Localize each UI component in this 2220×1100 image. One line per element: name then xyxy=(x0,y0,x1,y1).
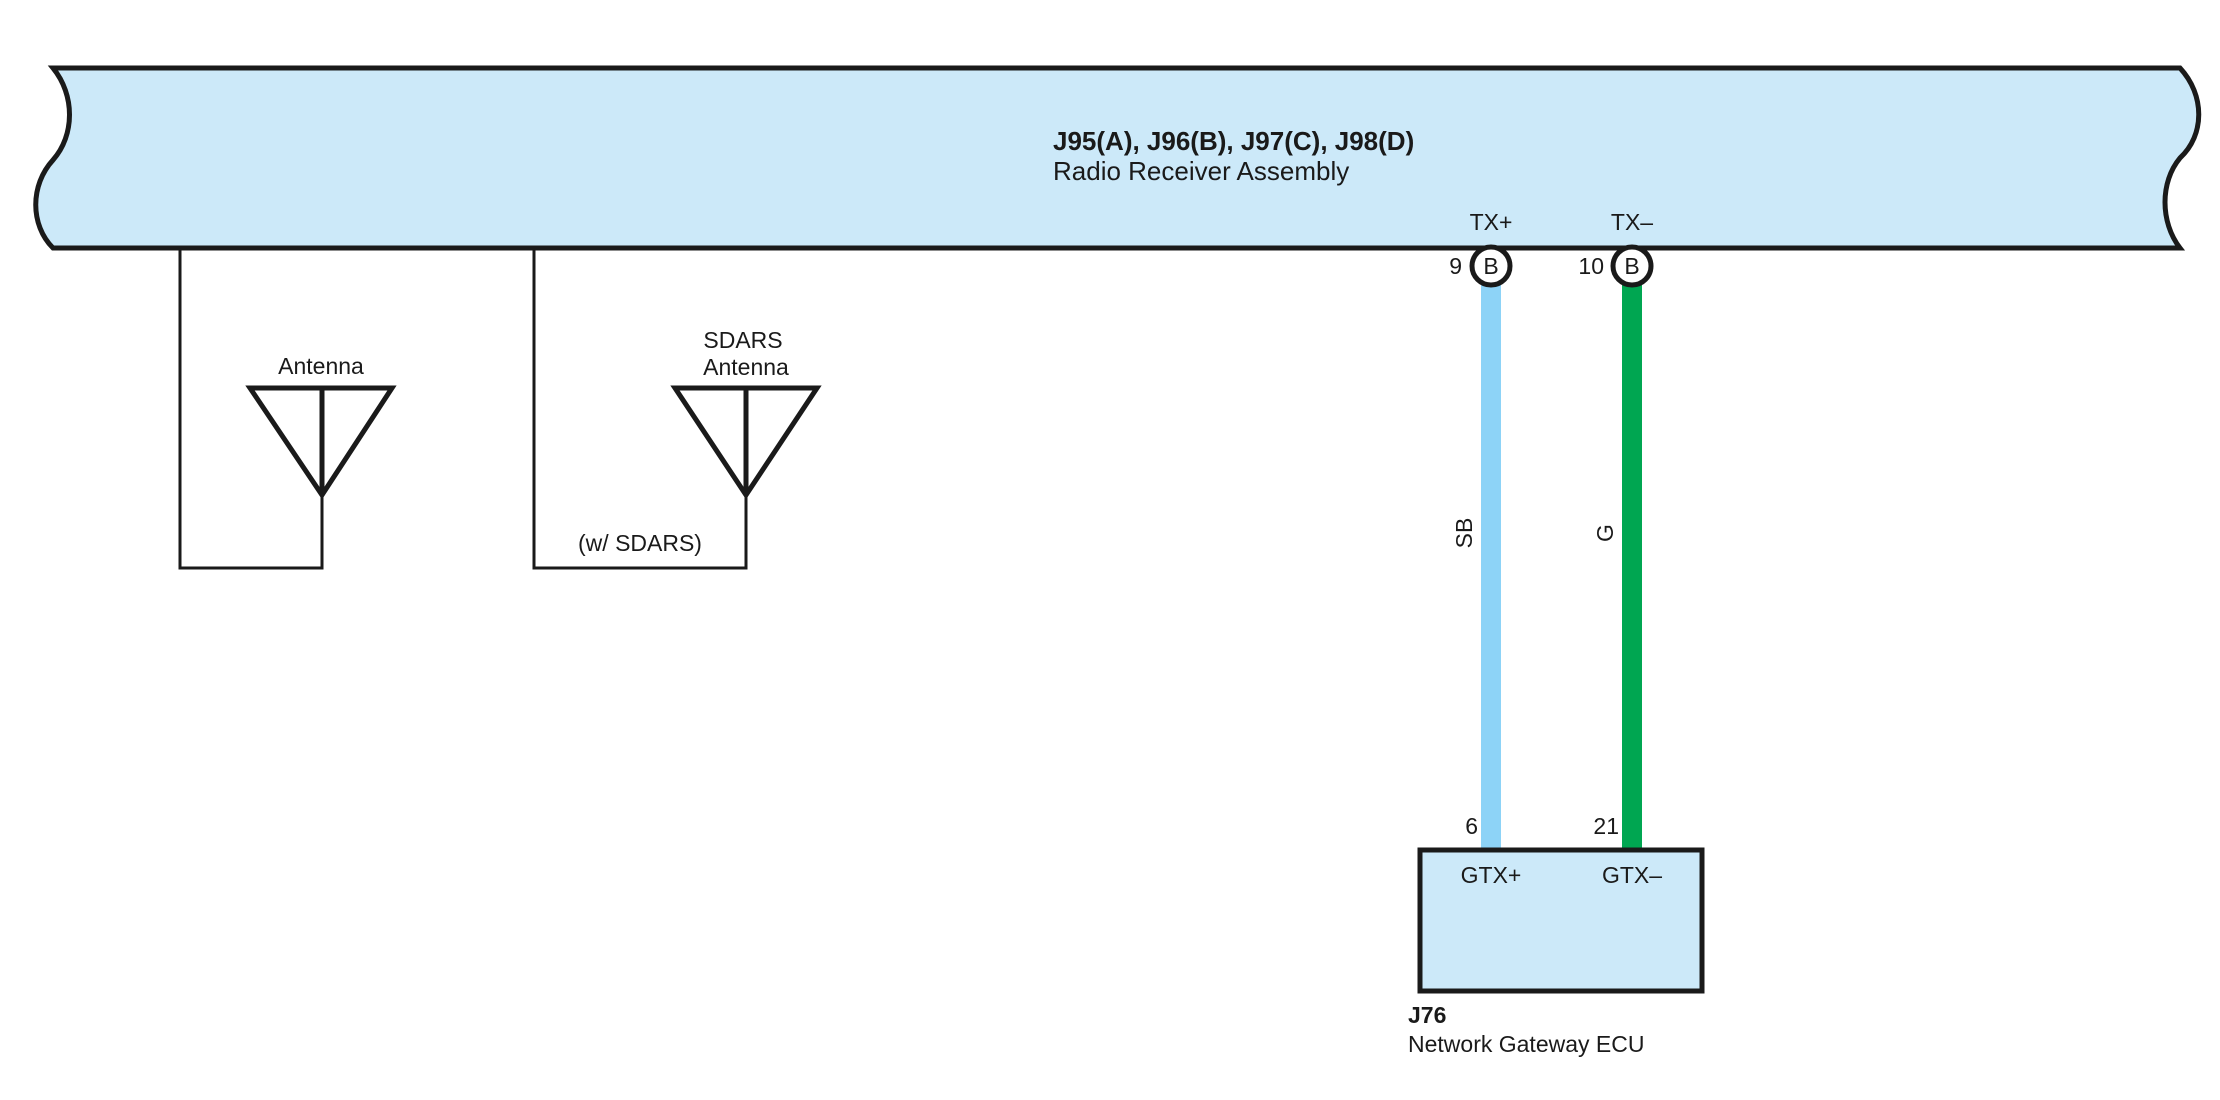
pin-number-top-10: 10 xyxy=(1578,253,1604,279)
sdars-option-note: (w/ SDARS) xyxy=(578,530,702,556)
antenna-icon xyxy=(245,385,397,500)
signal-label-tx-plus: TX+ xyxy=(1470,209,1513,235)
wire-tx-minus: TX– 10 B G 21 xyxy=(1578,209,1654,848)
connector-circle-icon: B xyxy=(1610,244,1654,288)
antenna-label: Antenna xyxy=(278,353,364,379)
signal-label-tx-minus: TX– xyxy=(1611,209,1653,235)
ecu-body xyxy=(1417,847,1705,994)
antenna-icon xyxy=(670,385,822,500)
ecu-connector: J76 xyxy=(1408,1002,1446,1028)
pin-number-bottom-21: 21 xyxy=(1593,813,1619,839)
receiver-name: Radio Receiver Assembly xyxy=(1053,156,1349,186)
wire-tx-plus: TX+ 9 B SB 6 xyxy=(1449,209,1513,848)
antenna-loop-wire xyxy=(178,248,324,570)
network-gateway-ecu: GTX+ GTX– J76 Network Gateway ECU xyxy=(1408,847,1705,1057)
ecu-name: Network Gateway ECU xyxy=(1408,1031,1644,1057)
connector-code: B xyxy=(1624,253,1639,279)
pin-number-bottom-6: 6 xyxy=(1465,813,1478,839)
receiver-body xyxy=(33,65,2202,251)
wire-color-code-g: G xyxy=(1592,524,1618,542)
receiver-connectors: J95(A), J96(B), J97(C), J98(D) xyxy=(1053,126,1414,156)
sdars-antenna-label-line1: SDARS xyxy=(703,327,782,353)
wire-color-code-sb: SB xyxy=(1451,518,1477,549)
connector-code: B xyxy=(1483,253,1498,279)
connector-circle-icon: B xyxy=(1469,244,1513,288)
pin-number-top-9: 9 xyxy=(1449,253,1462,279)
ecu-terminal-gtx-minus: GTX– xyxy=(1602,862,1662,888)
sdars-antenna-loop-wire xyxy=(532,248,748,570)
sdars-antenna-label-line2: Antenna xyxy=(703,354,789,380)
antenna-circuit: Antenna xyxy=(178,248,397,570)
radio-receiver-assembly: J95(A), J96(B), J97(C), J98(D) Radio Rec… xyxy=(33,65,2202,251)
ecu-terminal-gtx-plus: GTX+ xyxy=(1461,862,1522,888)
sdars-antenna-circuit: SDARS Antenna (w/ SDARS) xyxy=(532,248,822,570)
